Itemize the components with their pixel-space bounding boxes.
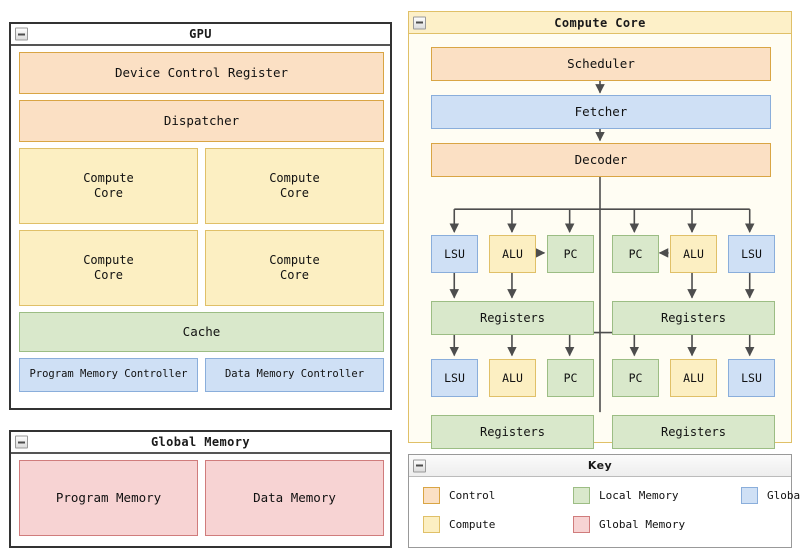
- block-dispatcher[interactable]: Dispatcher: [19, 100, 384, 142]
- key-panel-title: Key: [587, 459, 613, 472]
- block-compute-core-1[interactable]: Compute Core: [205, 148, 384, 224]
- block-pc-r2-right[interactable]: PC: [612, 359, 659, 397]
- global-memory-panel-header: Global Memory: [11, 432, 390, 454]
- block-program-memory-controller[interactable]: Program Memory Controller: [19, 358, 198, 392]
- block-registers-r2-right[interactable]: Registers: [612, 415, 775, 449]
- gpu-panel-title: GPU: [189, 27, 212, 41]
- compute-core-panel-title: Compute Core: [554, 15, 646, 30]
- block-pc-r1-left[interactable]: PC: [547, 235, 594, 273]
- block-lsu-r1-right[interactable]: LSU: [728, 235, 775, 273]
- legend-swatch-local-memory: [573, 487, 590, 504]
- legend-item-global-memory: Global Memory: [573, 516, 741, 533]
- block-decoder[interactable]: Decoder: [431, 143, 771, 177]
- legend-label-local-memory: Local Memory: [599, 489, 679, 502]
- legend-label-global-memory: Global Memory: [599, 518, 686, 531]
- block-registers-r1-right[interactable]: Registers: [612, 301, 775, 335]
- block-cache[interactable]: Cache: [19, 312, 384, 352]
- block-lsu-r2-left[interactable]: LSU: [431, 359, 478, 397]
- block-compute-core-2[interactable]: Compute Core: [19, 230, 198, 306]
- legend-item-global-memory-access: Global Memory Access: [741, 487, 800, 504]
- block-alu-r1-right[interactable]: ALU: [670, 235, 717, 273]
- legend-label-control: Control: [449, 489, 496, 502]
- block-data-memory[interactable]: Data Memory: [205, 460, 384, 536]
- minus-square-icon[interactable]: [413, 16, 426, 29]
- global-memory-panel-body: Program Memory Data Memory: [11, 454, 390, 546]
- minus-square-icon[interactable]: [15, 27, 28, 41]
- legend-swatch-global-memory: [573, 516, 590, 533]
- legend-swatch-global-memory-access: [741, 487, 758, 504]
- legend-label-global-memory-access: Global Memory Access: [767, 489, 800, 502]
- block-scheduler[interactable]: Scheduler: [431, 47, 771, 81]
- legend-item-compute: Compute: [423, 516, 573, 533]
- legend-empty-cell: [741, 516, 800, 533]
- minus-square-icon[interactable]: [15, 435, 28, 449]
- compute-core-panel: Compute Core: [408, 11, 792, 449]
- block-data-memory-controller[interactable]: Data Memory Controller: [205, 358, 384, 392]
- legend-swatch-compute: [423, 516, 440, 533]
- legend-swatch-control: [423, 487, 440, 504]
- block-lsu-r1-left[interactable]: LSU: [431, 235, 478, 273]
- block-alu-r2-right[interactable]: ALU: [670, 359, 717, 397]
- block-fetcher[interactable]: Fetcher: [431, 95, 771, 129]
- block-alu-r2-left[interactable]: ALU: [489, 359, 536, 397]
- block-lsu-r2-right[interactable]: LSU: [728, 359, 775, 397]
- global-memory-panel: Global Memory Program Memory Data Memory: [9, 430, 392, 548]
- legend-item-control: Control: [423, 487, 573, 504]
- legend-label-compute: Compute: [449, 518, 496, 531]
- block-registers-r2-left[interactable]: Registers: [431, 415, 594, 449]
- minus-square-icon[interactable]: [413, 459, 426, 472]
- key-panel-header: Key: [409, 455, 791, 477]
- gpu-panel: GPU Device Control Register Dispatcher C…: [9, 22, 392, 410]
- key-legend-grid: Control Local Memory Global Memory Acces…: [423, 487, 800, 533]
- global-memory-panel-title: Global Memory: [150, 435, 251, 449]
- block-alu-r1-left[interactable]: ALU: [489, 235, 536, 273]
- block-compute-core-0[interactable]: Compute Core: [19, 148, 198, 224]
- gpu-panel-header: GPU: [11, 24, 390, 46]
- block-pc-r2-left[interactable]: PC: [547, 359, 594, 397]
- gpu-panel-body: Device Control Register Dispatcher Compu…: [11, 46, 390, 408]
- block-compute-core-3[interactable]: Compute Core: [205, 230, 384, 306]
- block-program-memory[interactable]: Program Memory: [19, 460, 198, 536]
- legend-item-local-memory: Local Memory: [573, 487, 741, 504]
- key-panel: Key Control Local Memory Global Memory A…: [408, 454, 800, 548]
- compute-core-panel-body: Scheduler Fetcher Decoder LSU ALU PC PC …: [409, 34, 791, 449]
- block-device-control-register[interactable]: Device Control Register: [19, 52, 384, 94]
- block-pc-r1-right[interactable]: PC: [612, 235, 659, 273]
- key-panel-body: Control Local Memory Global Memory Acces…: [409, 477, 800, 533]
- compute-core-panel-header: Compute Core: [409, 12, 791, 34]
- block-registers-r1-left[interactable]: Registers: [431, 301, 594, 335]
